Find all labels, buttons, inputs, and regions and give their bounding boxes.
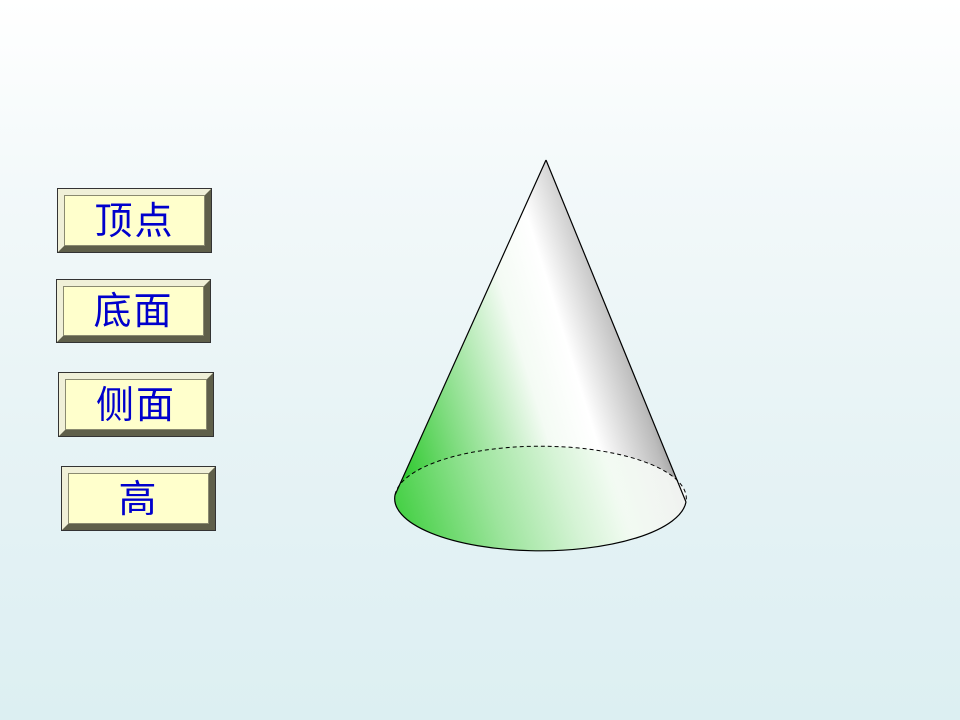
- cone-base-front-edge: [394, 494, 687, 552]
- cone-figure: [380, 150, 700, 570]
- base-label: 底面: [93, 289, 174, 333]
- side-label: 侧面: [95, 382, 176, 427]
- cone-base-back-edge: [394, 445, 687, 503]
- cone-svg: [394, 159, 687, 552]
- base-button[interactable]: 底面: [56, 279, 211, 343]
- side-button[interactable]: 侧面: [58, 372, 214, 437]
- vertex-button[interactable]: 顶点: [57, 188, 212, 253]
- height-label: 高: [118, 476, 159, 521]
- cone-base-front: [394, 446, 687, 551]
- cone-left-edge: [394, 159, 547, 496]
- height-button[interactable]: 高: [61, 466, 216, 531]
- cone-right-edge: [545, 159, 687, 503]
- vertex-label: 顶点: [94, 198, 175, 243]
